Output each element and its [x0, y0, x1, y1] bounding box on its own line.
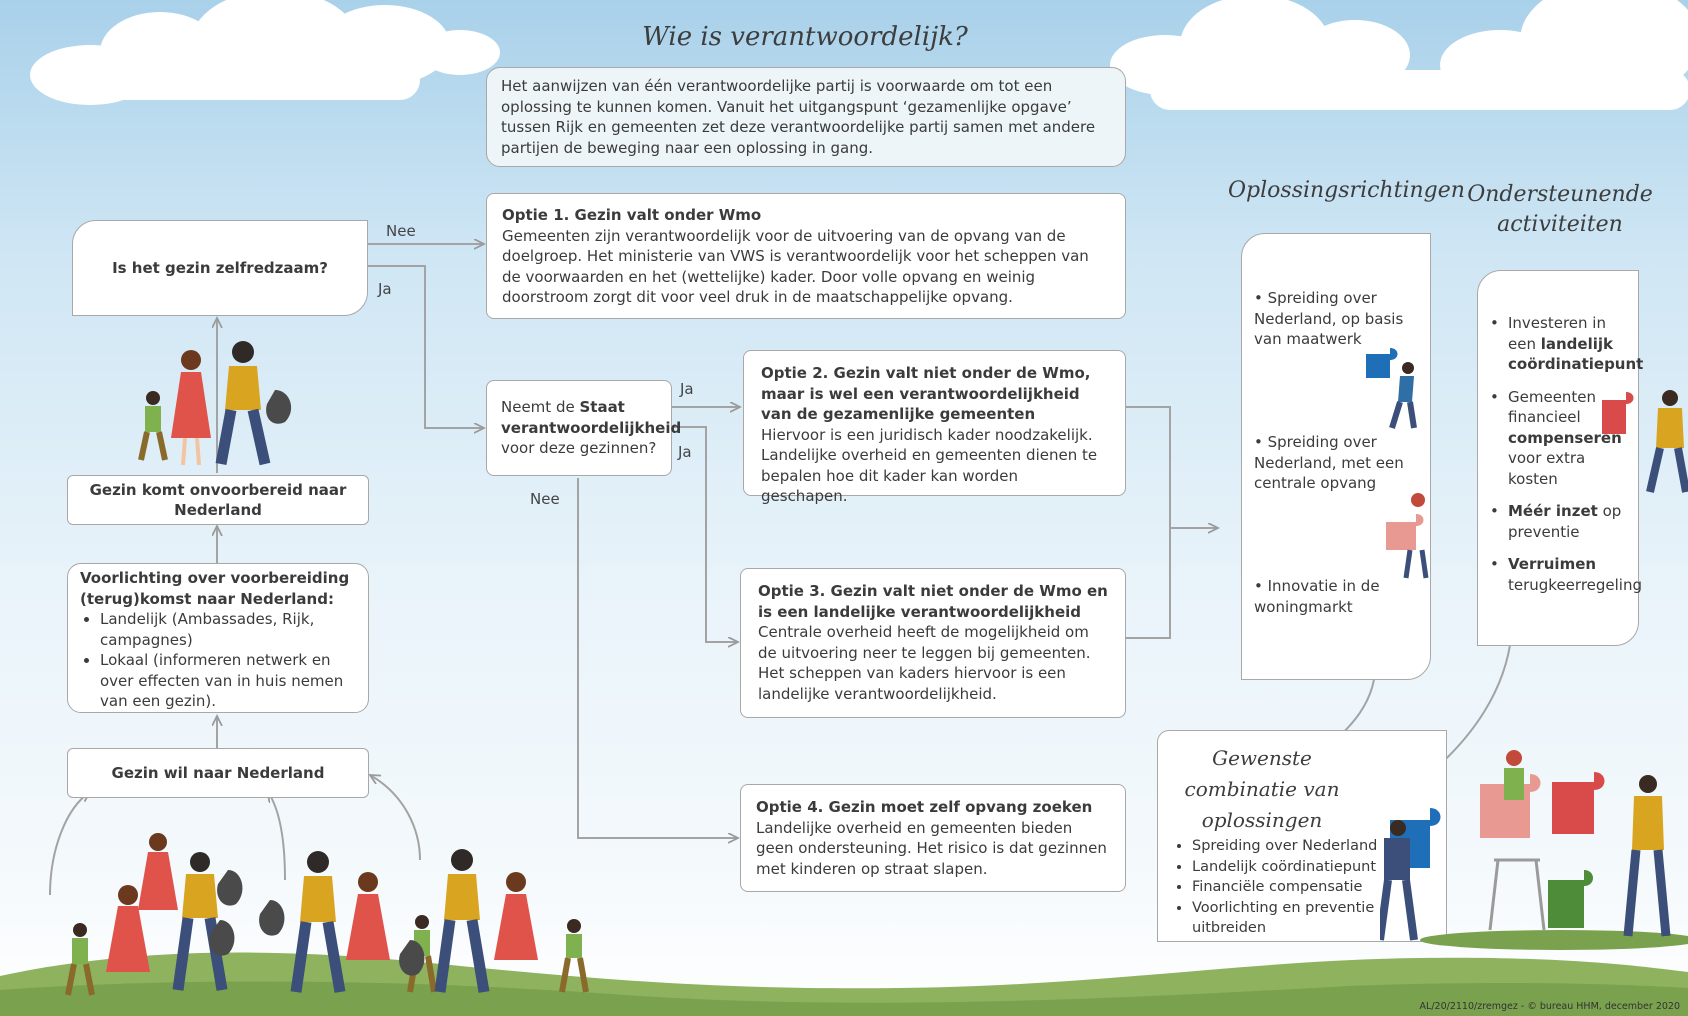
- puzzle-person-pink: [1386, 493, 1429, 579]
- solutions-heading: Oplossingsrichtingen: [1228, 178, 1465, 203]
- info-title: Voorlichting over voorbereiding (terug)k…: [80, 569, 350, 608]
- solution-item-1: • Spreiding over Nederland, op basis van…: [1254, 289, 1404, 348]
- puzzle-person-red: [1602, 390, 1688, 493]
- option-3-body: Centrale overheid heeft de mogelijkheid …: [758, 623, 1091, 703]
- option-3-title: Optie 3. Gezin valt niet onder de Wmo en…: [758, 582, 1108, 621]
- info-box: Voorlichting over voorbereiding (terug)k…: [67, 563, 369, 713]
- state-q-pre: Neemt de: [501, 398, 580, 416]
- option-2-body: Hiervoor is een juridisch kader noodzake…: [761, 425, 1098, 506]
- support-item-3: •Méér inzet op preventie: [1490, 502, 1622, 541]
- support-heading-line-2: activiteiten: [1497, 212, 1623, 237]
- label-ja-2: Ja: [680, 380, 694, 398]
- intro-box: Het aanwijzen van één verantwoordelijke …: [486, 67, 1126, 167]
- page-title: Wie is verantwoordelijk?: [642, 22, 968, 52]
- intro-text: Het aanwijzen van één verantwoordelijke …: [501, 77, 1096, 157]
- option-4-title: Optie 4. Gezin moet zelf opvang zoeken: [756, 798, 1093, 816]
- option-1-title: Optie 1. Gezin valt onder Wmo: [502, 206, 762, 224]
- support-item-2: •Gemeenten financieel compenseren voor e…: [1490, 387, 1622, 488]
- footer-credit: AL/20/2110/zremgez - © bureau HHM, decem…: [1419, 1001, 1680, 1012]
- option-3-box: Optie 3. Gezin valt niet onder de Wmo en…: [740, 568, 1126, 718]
- arrival-text: Gezin komt onvoorbereid naar Nederland: [89, 481, 347, 519]
- combination-item-2: Landelijk coördinatiepunt: [1192, 857, 1397, 878]
- combination-heading-line-1: Gewenste: [1212, 746, 1312, 770]
- support-heading-line-1: Ondersteunende: [1467, 182, 1653, 207]
- combination-item-4: Voorlichting en preventie uitbreiden: [1192, 898, 1397, 939]
- option-2-title: Optie 2. Gezin valt niet onder de Wmo, m…: [761, 364, 1091, 423]
- state-q-post: voor deze gezinnen?: [501, 439, 657, 457]
- option-1-box: Optie 1. Gezin valt onder Wmo Gemeenten …: [486, 193, 1126, 319]
- crowd-illustration: [65, 833, 589, 996]
- arrival-box: Gezin komt onvoorbereid naar Nederland: [67, 475, 369, 525]
- label-ja-3: Ja: [678, 443, 692, 461]
- label-nee-2: Nee: [530, 490, 560, 508]
- support-box: •Investeren in een landelijk coördinatie…: [1477, 270, 1644, 646]
- option-4-box: Optie 4. Gezin moet zelf opvang zoeken L…: [740, 784, 1126, 892]
- label-nee-1: Nee: [386, 222, 416, 240]
- support-item-4: •Verruimen terugkeerregeling: [1490, 555, 1642, 594]
- option-2-box: Optie 2. Gezin valt niet onder de Wmo, m…: [743, 350, 1126, 505]
- support-item-1: •Investeren in een landelijk coördinatie…: [1490, 314, 1644, 373]
- family-illustration: [138, 341, 292, 466]
- combination-heading-line-2: combinatie van: [1184, 777, 1340, 801]
- puzzle-team-illustration: [1380, 750, 1688, 950]
- info-item-1: Landelijk (Ambassades, Rijk, campagnes): [100, 609, 356, 650]
- option-4-body: Landelijke overheid en gemeenten bieden …: [756, 818, 1107, 878]
- combination-heading: Gewenste combinatie van oplossingen: [1172, 743, 1352, 836]
- combination-heading-line-3: oplossingen: [1201, 808, 1323, 832]
- info-list: Landelijk (Ambassades, Rijk, campagnes) …: [80, 609, 356, 712]
- puzzle-person-blue: [1366, 348, 1417, 429]
- state-q-bold: Staat verantwoordelijkheid: [501, 398, 682, 437]
- wants-text: Gezin wil naar Nederland: [111, 763, 325, 782]
- combination-item-3: Financiële compensatie: [1192, 877, 1397, 898]
- question-box: Is het gezin zelfredzaam?: [72, 220, 368, 316]
- support-heading: Ondersteunende activiteiten: [1460, 180, 1660, 240]
- wants-box: Gezin wil naar Nederland: [67, 748, 369, 798]
- label-ja-1: Ja: [378, 280, 392, 298]
- combination-item-1: Spreiding over Nederland: [1192, 836, 1397, 857]
- info-item-2: Lokaal (informeren netwerk en over effec…: [100, 650, 356, 712]
- solution-item-3: • Innovatie in de woningmarkt: [1254, 577, 1380, 616]
- solution-item-2: • Spreiding over Nederland, met een cent…: [1254, 433, 1404, 492]
- state-question-box: Neemt de Staat verantwoordelijkheid voor…: [486, 380, 681, 476]
- solutions-box: • Spreiding over Nederland, op basis van…: [1241, 233, 1431, 680]
- combination-list: Spreiding over Nederland Landelijk coörd…: [1172, 836, 1397, 939]
- question-text: Is het gezin zelfredzaam?: [112, 258, 328, 277]
- option-1-body: Gemeenten zijn verantwoordelijk voor de …: [502, 226, 1089, 307]
